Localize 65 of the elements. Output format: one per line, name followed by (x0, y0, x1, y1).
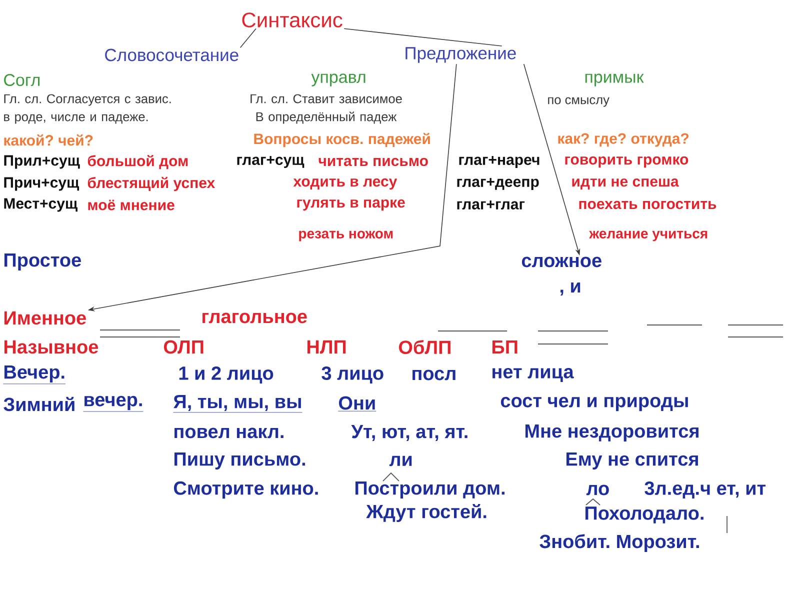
pattern-label: Прил+сущ (4, 155, 80, 169)
connector-line (240, 28, 256, 48)
conjunction-label: , и (560, 282, 580, 296)
term-label: БП (492, 340, 518, 354)
suffix-label: ло (586, 484, 609, 496)
pattern-label: Прич+сущ (4, 177, 80, 191)
feature-label: повел накл. (174, 428, 284, 438)
example-sentence: Ждут гостей. (366, 504, 486, 522)
term-label: ОбЛП (399, 340, 450, 354)
term-label: Назывное (4, 340, 98, 354)
pattern-label: глаг+глаг (457, 200, 525, 210)
example-phrase: моё мнение (88, 200, 174, 210)
example-phrase: резать ножом (299, 230, 393, 242)
example-sentence: Построили дом. (355, 482, 504, 498)
pattern-label: глаг+нареч (459, 156, 540, 168)
example-word: вечер. (83, 396, 144, 412)
feature-label: 1 и 2 лицо (179, 366, 274, 384)
pattern-label: глаг+сущ (237, 156, 304, 168)
example-phrase: желание учиться (589, 230, 708, 242)
example-phrase: поехать погостить (579, 200, 716, 210)
feature-label: 3 лицо (322, 366, 384, 384)
term-label: ОЛП (164, 340, 204, 354)
pattern-label: Мест+сущ (4, 198, 78, 212)
term-label: НЛП (307, 340, 346, 354)
example-sentence: Мне нездоровится (525, 424, 698, 442)
rule-text: Гл. сл. Согласуется с завис. в роде, числе и падеже. (4, 94, 171, 124)
feature-label: посл (412, 370, 456, 380)
branch-label: Предложение (406, 47, 516, 63)
example-phrase: говорить громко (565, 156, 688, 168)
category-label: Согл (4, 74, 40, 86)
example-phrase: блестящий успех (88, 176, 216, 192)
example-sentence: Ему не спится (566, 452, 698, 470)
rule-text: по смыслу (548, 97, 610, 107)
term-label: Простое (4, 254, 81, 270)
example-phrase: гулять в парке (297, 199, 405, 211)
term-label: глагольное (202, 312, 307, 324)
example-word: Зимний (4, 396, 74, 412)
question-text: Вопросы косв. падежей (254, 132, 430, 148)
question-text: как? где? откуда? (558, 133, 689, 147)
rule-text: Гл. сл. Ставит зависимое В определённый падеж (250, 94, 402, 124)
term-label: сложное (522, 256, 602, 268)
example-sentence: Знобит. Морозит. (540, 534, 699, 552)
example-sentence: Пишу письмо. (174, 452, 306, 470)
branch-label: Словосочетание (105, 48, 238, 62)
feature-label: нет лица (492, 368, 574, 382)
category-label: управл (311, 74, 366, 86)
example-sentence: Смотрите кино. (174, 481, 318, 499)
example-phrase: идти не спеша (572, 178, 679, 190)
feature-label: сост чел и природы (500, 396, 688, 412)
pronoun-list: Они (338, 396, 376, 412)
example-sentence: Вечер. (3, 366, 66, 384)
heading: Синтаксис (242, 12, 342, 28)
connector-line (344, 28, 502, 46)
pattern-label: глаг+деепр (457, 178, 539, 190)
example-phrase: читать письмо (318, 158, 428, 166)
question-text: какой? чей? (4, 134, 93, 146)
category-label: примык (585, 74, 644, 86)
example-sentence: Похолодало. (585, 506, 704, 524)
example-phrase: большой дом (88, 154, 188, 170)
pronoun-list: Я, ты, мы, вы (173, 395, 302, 413)
suffix-label: ли (389, 456, 412, 466)
ending-list: 3л.ед.ч ет, ит (644, 481, 766, 499)
example-phrase: ходить в лесу (293, 178, 398, 190)
term-label: Именное (4, 311, 86, 325)
ending-list: Ут, ют, ат, ят. (351, 425, 468, 441)
